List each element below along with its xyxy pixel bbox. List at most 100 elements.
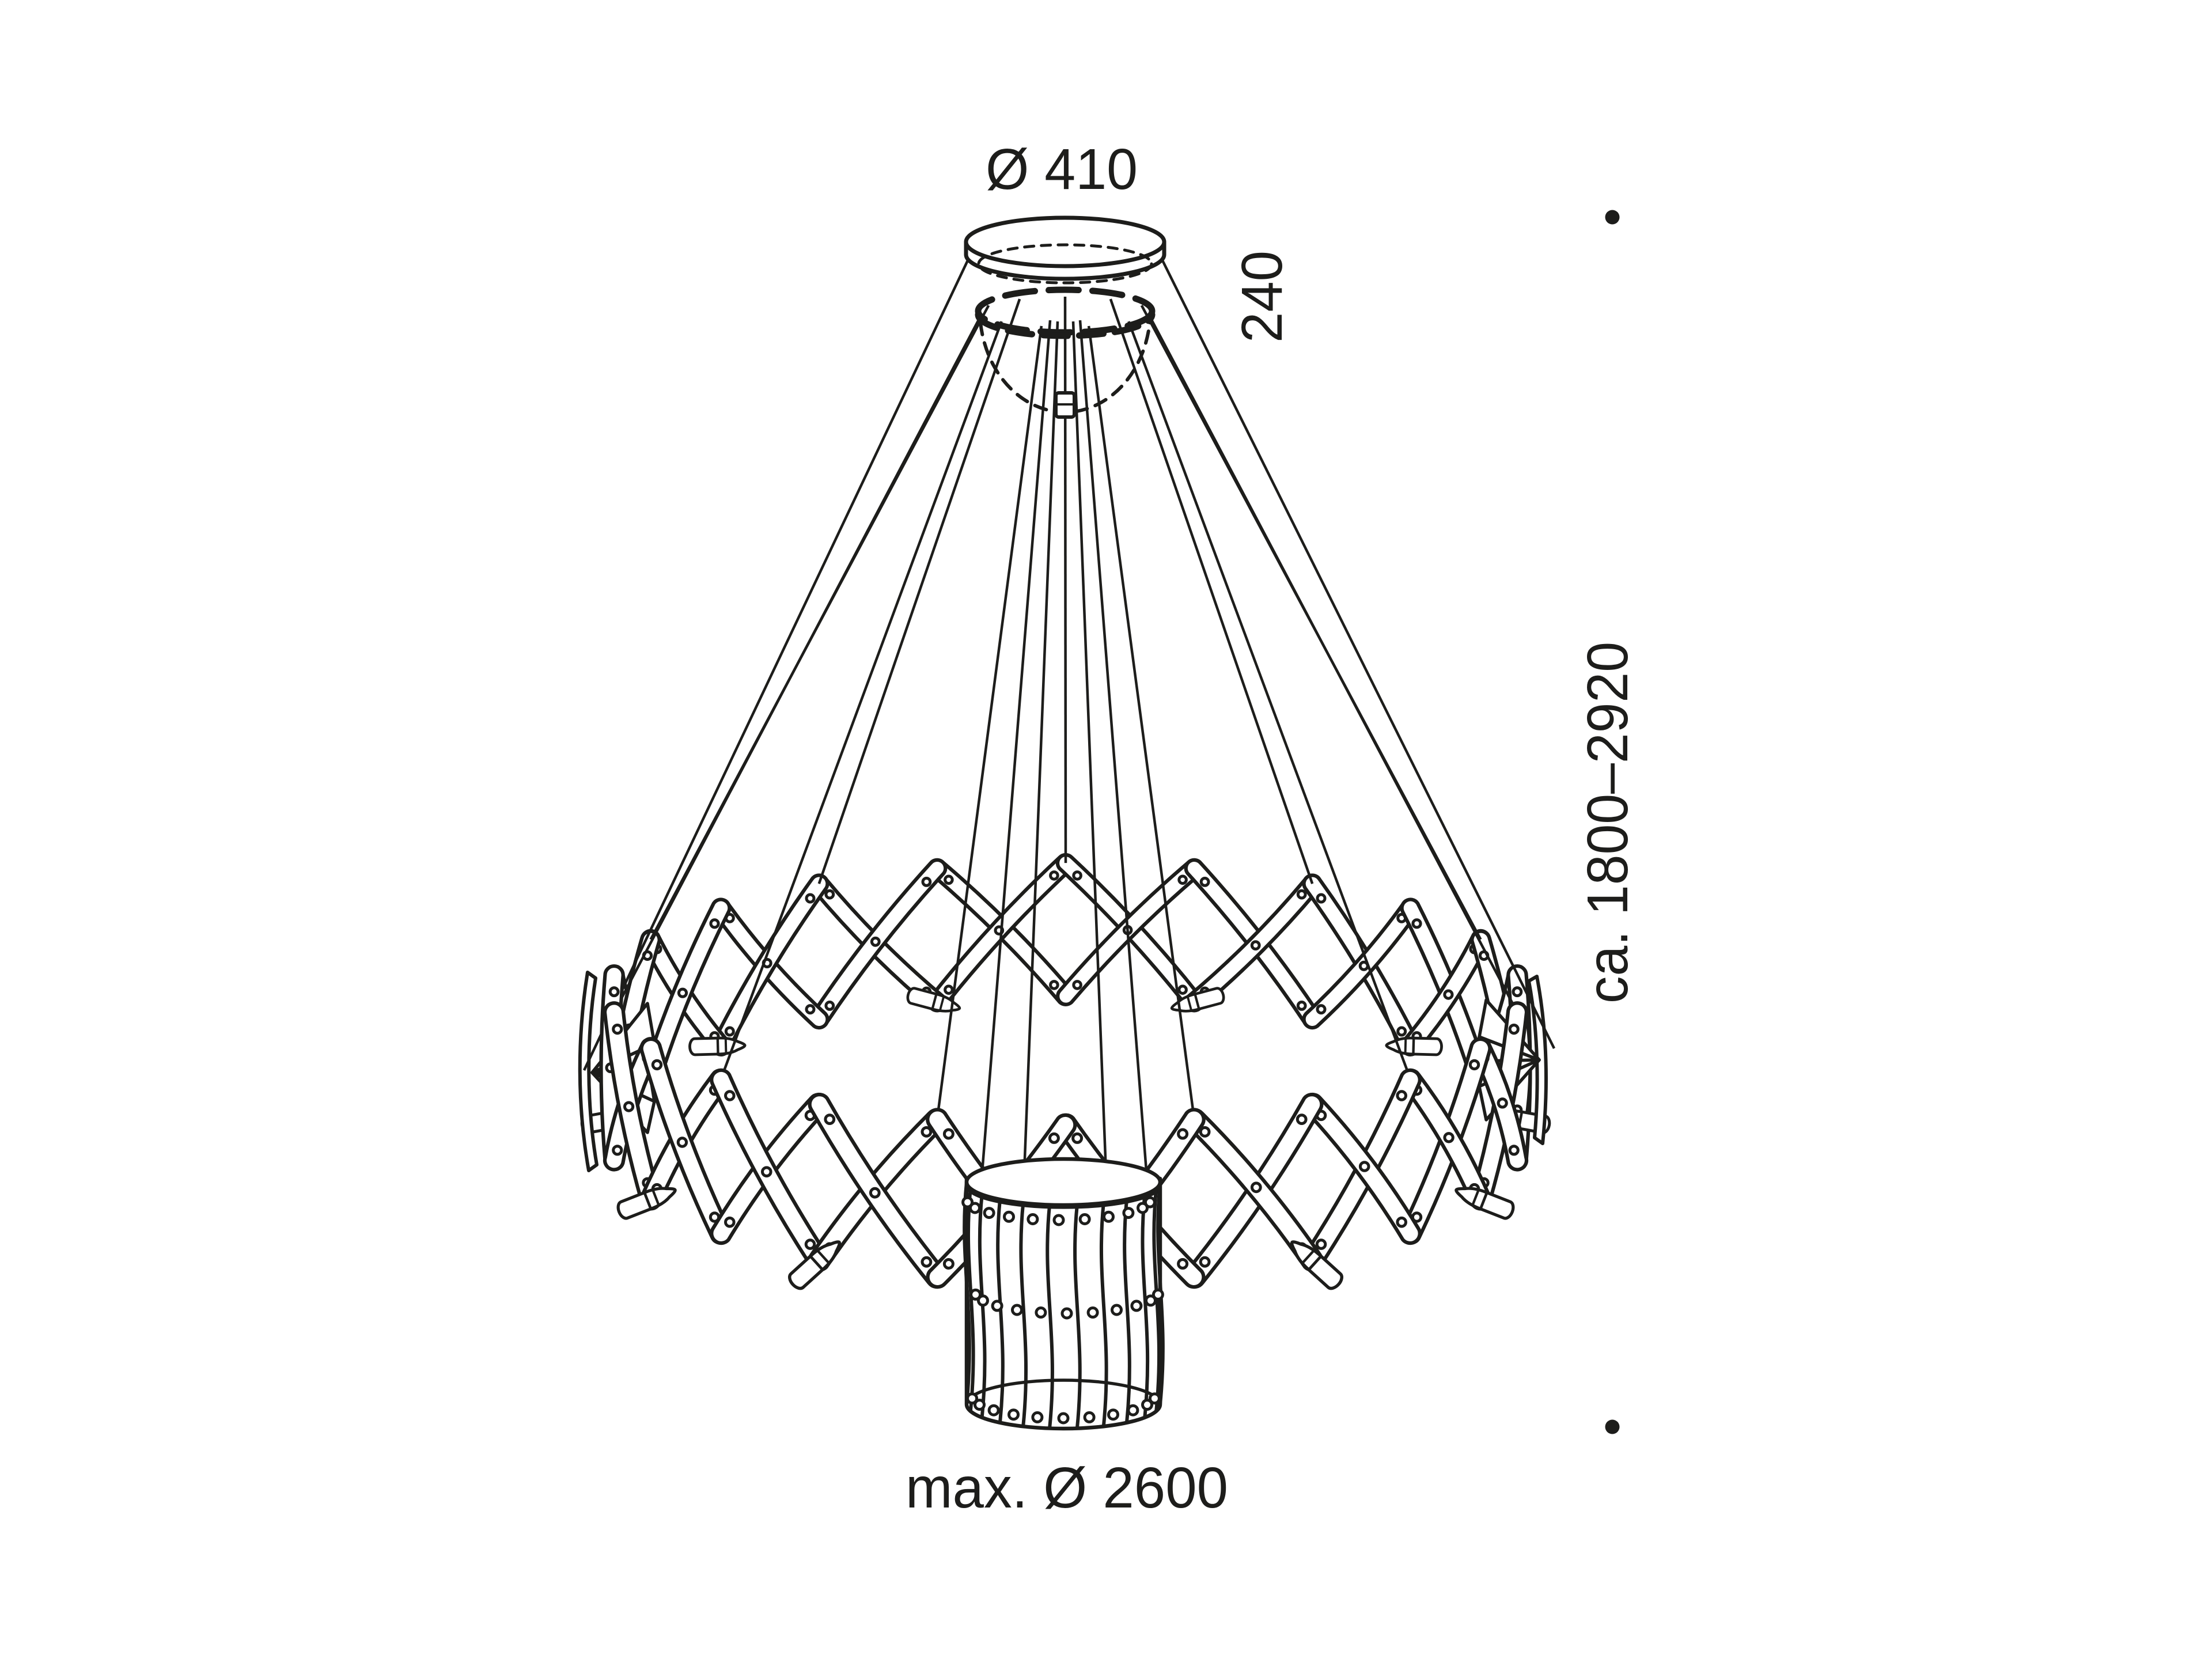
label-canopy-diameter: Ø 410 [986,137,1138,202]
pivot-hole [944,874,954,885]
suspension-wire [1140,305,1482,940]
suspension-wire [649,305,990,940]
cylinder-slat-edge [1046,1205,1054,1429]
suspension-wire [1021,321,1059,1203]
cylinder-slat-edge [1123,1199,1131,1423]
label-height-range: ca. 1800–2920 [1575,642,1640,1003]
rivet [1007,1408,1020,1421]
rivet [1060,1307,1073,1320]
rivet [1035,1306,1047,1319]
pivot-hole [942,1128,955,1140]
cylinder-bottom-back-edge [965,1378,1162,1405]
bulb-seam [1308,1255,1322,1271]
rivet [1107,1408,1119,1421]
pivot-hole [1250,940,1261,950]
pivot-hole [709,918,720,929]
rivet [969,1288,982,1301]
wire-ring-front-edge-hidden [975,311,1156,339]
pivot-hole [1049,870,1059,881]
rivet [1057,1412,1070,1425]
pivot-hole [824,889,835,900]
cylinder-silhouette [964,1176,1162,1431]
scissor-ring-front [599,964,1529,1321]
pivot-hole [869,1187,881,1199]
pivot-hole [1250,1181,1262,1194]
suspension-wire [719,321,1003,1080]
bulb-body [1455,1187,1515,1220]
pivot-hole [1443,1132,1455,1143]
suspension-wire [1109,298,1314,884]
rivet [1148,1392,1161,1405]
pivot-hole [1358,1161,1370,1172]
rivet [961,1196,974,1209]
rivet [977,1294,989,1307]
pivot-hole [677,987,688,998]
bulb-body [788,1240,842,1290]
ceiling-canopy [964,215,1166,419]
rivet [1111,1304,1123,1316]
rivet [1003,1210,1015,1223]
pivot-hole [1177,1128,1189,1140]
rivet [966,1392,979,1405]
pivot-hole [1396,1090,1407,1101]
suspension-wire [1071,321,1109,1203]
pivot-hole [1199,1126,1211,1138]
pivot-hole [724,1216,736,1228]
pivot-hole [824,1001,835,1011]
rivet [1143,1196,1156,1209]
bulb-seam [1194,994,1200,1009]
pivot-hole [942,1258,955,1270]
pivot-hole [805,1004,816,1015]
rivet [987,1404,1000,1416]
bulb-body [616,1187,677,1220]
rivet [991,1300,1003,1312]
cylinder-slat-edge [1156,1181,1165,1405]
label-canopy-height: 240 [1230,251,1294,343]
pivot-hole [944,984,954,995]
suspension-wire [935,325,1043,1120]
canopy-inner-ring-hidden [977,243,1153,285]
pivot-hole [870,936,881,947]
rivet [983,1207,995,1219]
bulb-seam [1472,1190,1480,1205]
pivot-hole [824,1113,836,1125]
rivet [1137,1202,1149,1214]
pivot-hole [921,877,932,887]
pivot-hole [676,1137,688,1148]
suspension-wire [1078,320,1150,1194]
pivot-hole [761,1166,772,1177]
pivot-hole [1072,980,1082,990]
pivot-hole [1071,1132,1084,1144]
rivet [1031,1411,1044,1423]
bulb-icon [616,1187,677,1220]
rivet [1052,1214,1065,1226]
pivot-hole [1508,1145,1520,1156]
pivot-hole [1512,986,1523,998]
pivot-hole [805,893,816,904]
bullet-top-right [1605,210,1620,225]
pivot-hole [1396,1216,1407,1228]
pivot-hole [1315,1238,1327,1250]
pivot-hole [724,1026,735,1037]
pivot-hole [724,1090,736,1101]
suspension-wire [1161,259,1556,1050]
pivot-hole [1296,1113,1308,1125]
pivot-hole [921,1256,933,1268]
rivet [1145,1294,1157,1307]
pivot-hole [1411,918,1422,929]
pivot-hole [1296,1001,1307,1011]
pivot-hole [1048,1132,1060,1144]
suspension-wire [817,298,1021,884]
pivot-hole [651,1059,663,1071]
rivet [1083,1411,1096,1423]
center-cylinder [961,1157,1165,1431]
rivet [969,1202,981,1214]
pivot-hole [1177,1258,1189,1270]
pivot-hole [1199,877,1210,887]
pivot-hole [804,1238,816,1250]
bulb-seam [1302,1250,1315,1263]
pivot-hole [1508,1024,1520,1035]
rivet [1078,1213,1091,1225]
suspension-wire [1127,321,1412,1080]
